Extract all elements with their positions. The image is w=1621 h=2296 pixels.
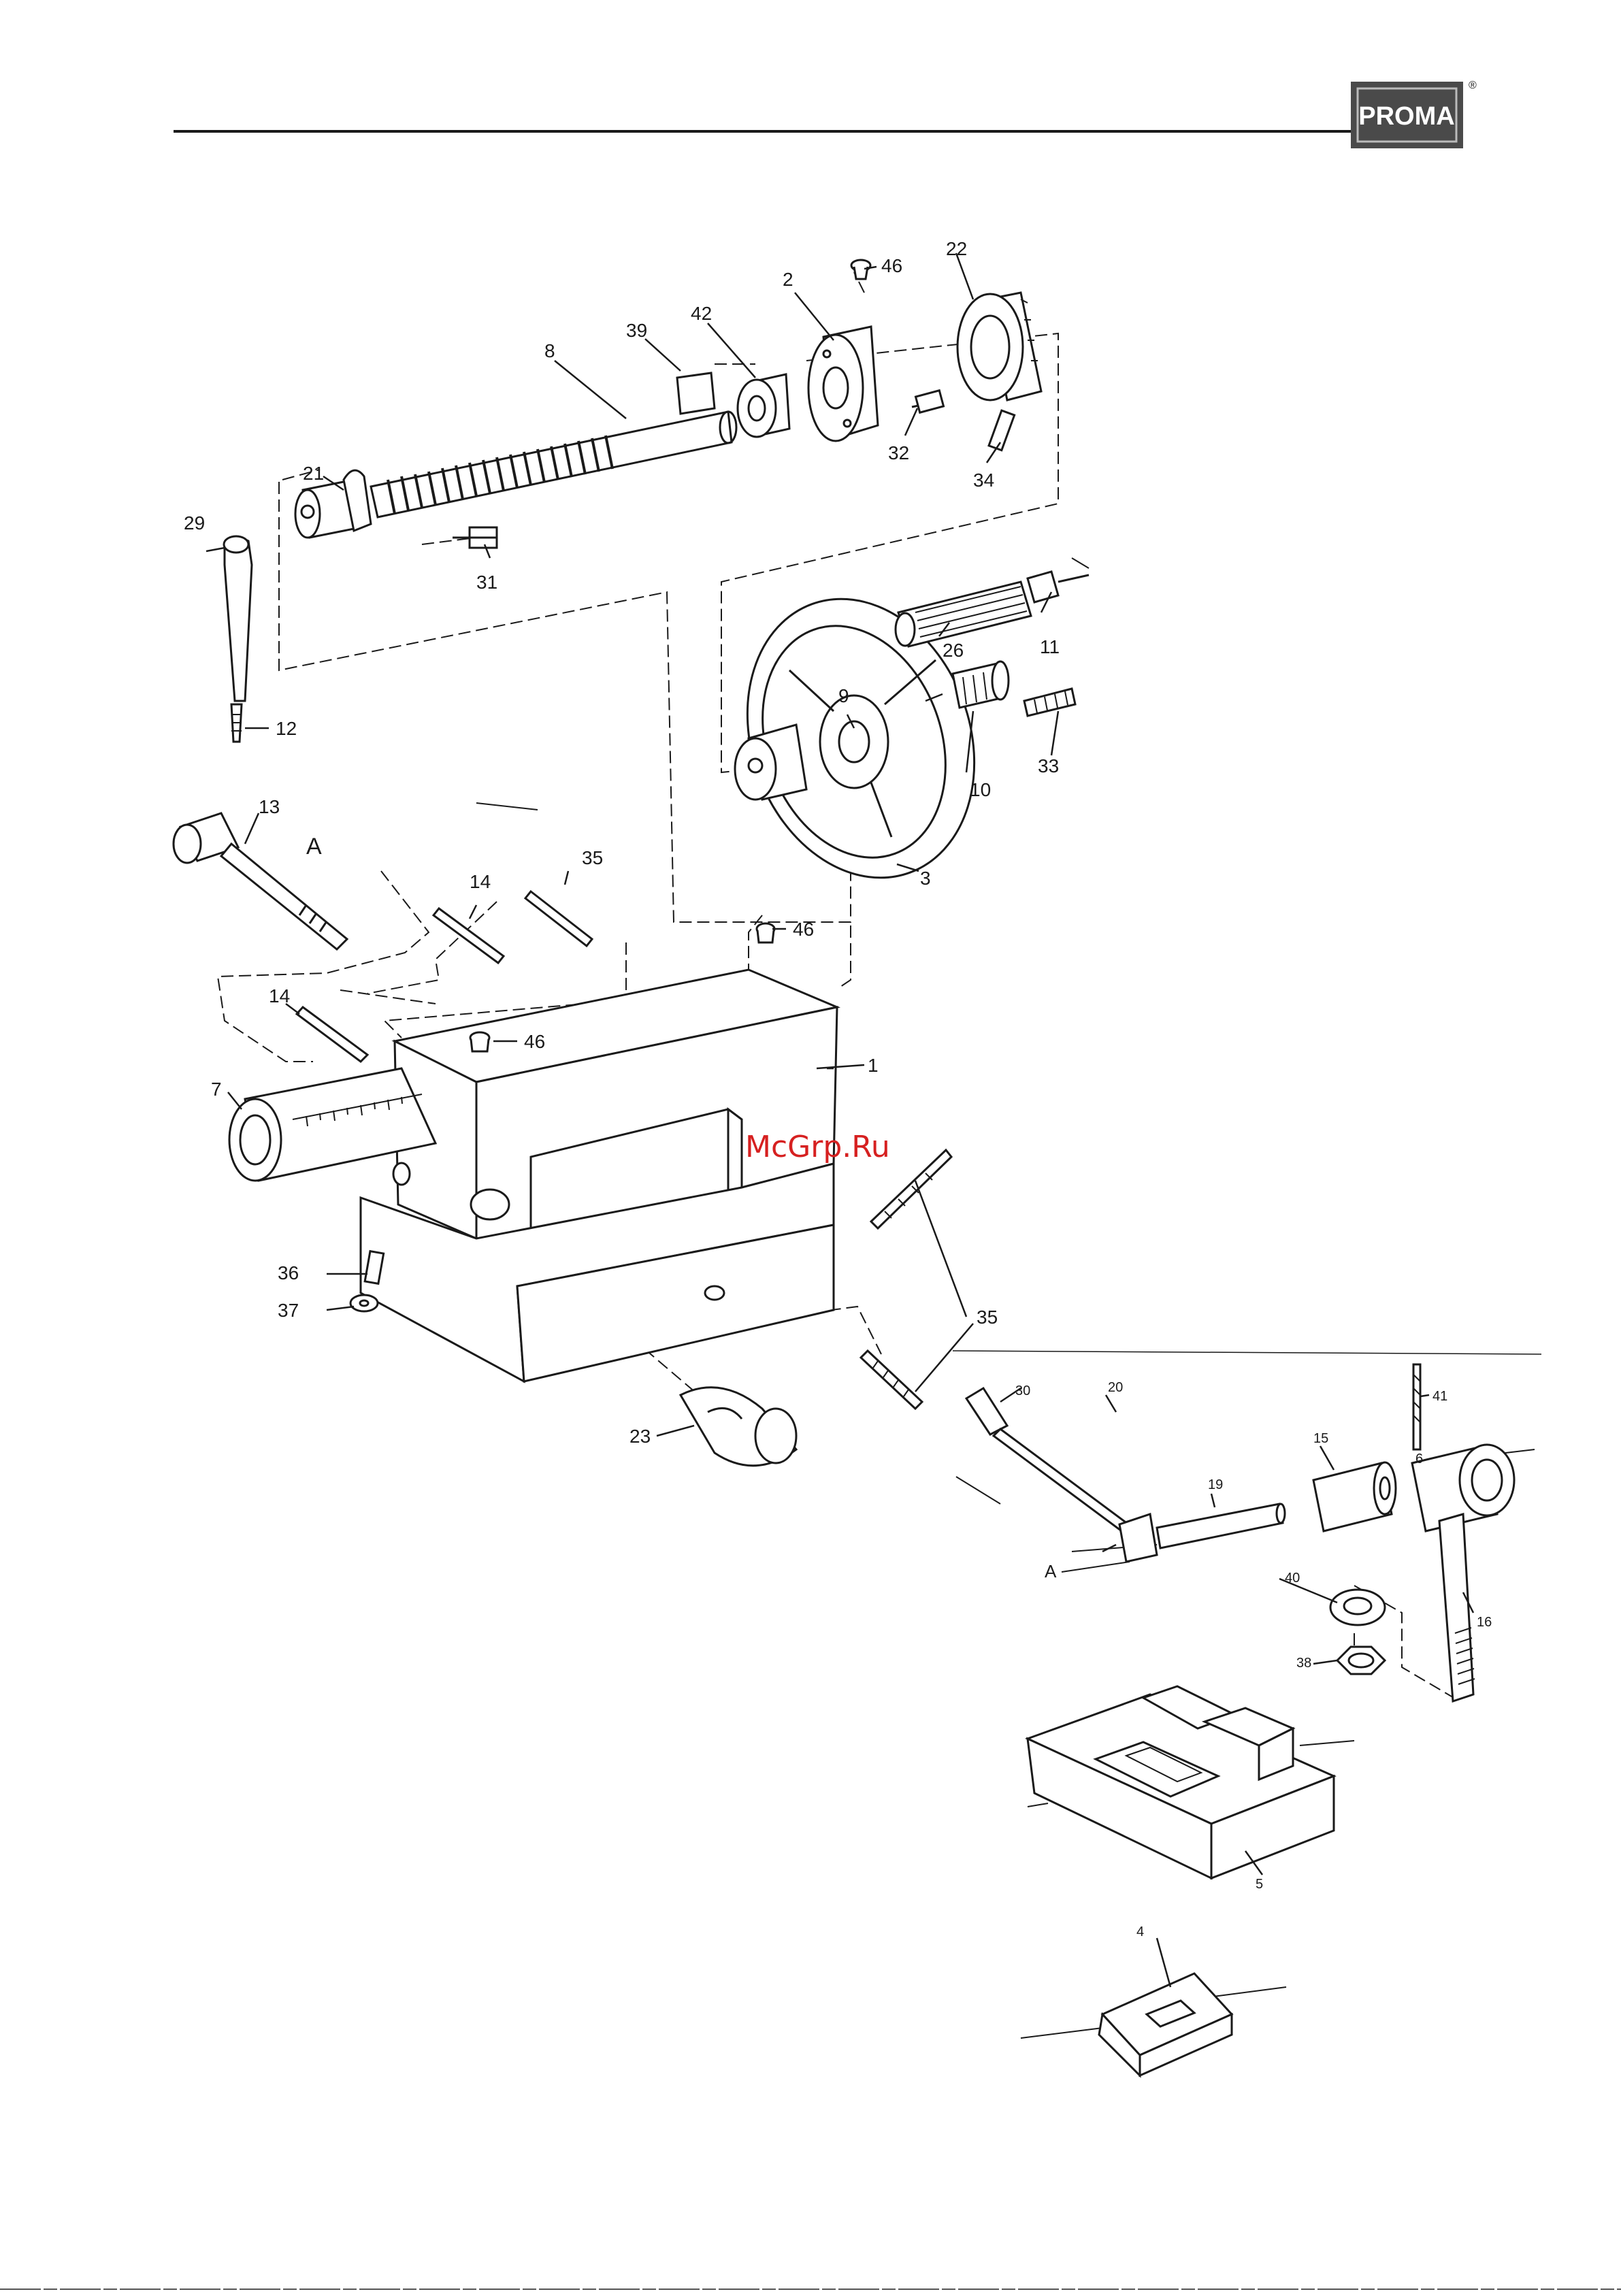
callout-29: 29 xyxy=(184,512,205,534)
part-35-pin-upper xyxy=(525,891,592,946)
callout-46-top: 46 xyxy=(881,255,902,276)
section-markers-small: A xyxy=(1045,1561,1057,1581)
part-46-screw-top xyxy=(851,260,870,279)
callout-6: 6 xyxy=(1415,1452,1423,1466)
callout-34: 34 xyxy=(973,470,994,491)
callout-15: 15 xyxy=(1313,1431,1328,1446)
part-39-key xyxy=(677,373,715,414)
part-35-spring-lower xyxy=(861,1351,922,1409)
callout-1: 1 xyxy=(868,1055,879,1076)
callout-4: 4 xyxy=(1136,1924,1144,1939)
part-23-clamp-bolt xyxy=(681,1388,796,1466)
part-19-shaft xyxy=(1157,1504,1285,1548)
part-10-bolt xyxy=(953,661,1009,708)
callout-31: 31 xyxy=(476,572,497,593)
callout-9: 9 xyxy=(838,685,849,706)
callout-41: 41 xyxy=(1432,1389,1447,1404)
part-22-dial-ring xyxy=(957,293,1041,400)
callout-38: 38 xyxy=(1296,1656,1311,1671)
part-11-screw xyxy=(1028,572,1089,602)
part-37-washer xyxy=(350,1295,378,1311)
part-14-pin-left xyxy=(297,1007,367,1062)
callout-5: 5 xyxy=(1256,1877,1263,1892)
callout-26: 26 xyxy=(943,640,964,661)
registered-mark: ® xyxy=(1469,80,1477,91)
callout-7: 7 xyxy=(211,1079,222,1100)
callout-35-upper: 35 xyxy=(582,847,603,868)
callout-46-mid: 46 xyxy=(524,1031,545,1052)
part-46-screw-mid xyxy=(470,1032,489,1051)
callout-37: 37 xyxy=(278,1300,299,1321)
part-2-flange xyxy=(808,327,878,441)
part-14-pin-upper xyxy=(433,908,504,963)
callout-39: 39 xyxy=(626,320,647,341)
part-1-tailstock-body xyxy=(361,970,837,1381)
section-marker-a-right: A xyxy=(1045,1561,1057,1581)
callout-33: 33 xyxy=(1038,755,1059,776)
part-34-screw xyxy=(989,410,1015,450)
callout-2: 2 xyxy=(783,269,793,290)
callout-8: 8 xyxy=(544,340,555,361)
proma-logo: PROMA ® xyxy=(1351,80,1477,148)
callout-20: 20 xyxy=(1108,1380,1123,1395)
callout-21: 21 xyxy=(303,463,324,484)
part-31-screw xyxy=(453,527,497,548)
callout-19: 19 xyxy=(1208,1477,1223,1492)
callout-36: 36 xyxy=(278,1262,299,1283)
callout-3: 3 xyxy=(920,868,931,889)
watermark-text: McGrp.Ru xyxy=(745,1130,890,1164)
part-26-grip-sleeve xyxy=(896,582,1031,646)
callout-13: 13 xyxy=(259,796,280,817)
part-40-washer xyxy=(1330,1590,1385,1625)
part-30-knob xyxy=(966,1388,1007,1434)
part-5-clamp-plate xyxy=(1028,1686,1334,1878)
callout-23: 23 xyxy=(629,1426,651,1447)
part-4-clamp-pad xyxy=(1099,1973,1232,2076)
callout-42: 42 xyxy=(691,303,712,324)
callout-32: 32 xyxy=(888,442,909,463)
callout-14-upper: 14 xyxy=(470,871,491,892)
callout-16: 16 xyxy=(1477,1615,1492,1630)
callout-14-left: 14 xyxy=(269,985,290,1006)
section-markers: A xyxy=(306,834,322,859)
part-20-lever xyxy=(994,1429,1157,1562)
callout-46-right: 46 xyxy=(793,919,814,940)
callout-12: 12 xyxy=(276,718,297,739)
part-46-screw-right xyxy=(757,923,774,942)
callout-22: 22 xyxy=(946,238,967,259)
part-16-eye-bolt xyxy=(1412,1445,1514,1701)
part-15-sleeve xyxy=(1313,1462,1396,1531)
callout-30: 30 xyxy=(1015,1383,1030,1398)
callout-40: 40 xyxy=(1285,1571,1300,1586)
part-29-handle xyxy=(224,536,252,742)
callout-11: 11 xyxy=(1040,636,1060,657)
part-41-pin xyxy=(1413,1364,1420,1449)
part-8-lead-screw xyxy=(371,412,736,517)
section-marker-a-top: A xyxy=(306,834,322,859)
part-42-bushing xyxy=(738,374,789,437)
part-33-spring xyxy=(1024,689,1075,716)
logo-text: PROMA xyxy=(1358,102,1454,131)
callout-10: 10 xyxy=(970,779,991,800)
part-38-nut xyxy=(1337,1647,1385,1674)
callout-35-lower: 35 xyxy=(977,1307,998,1328)
